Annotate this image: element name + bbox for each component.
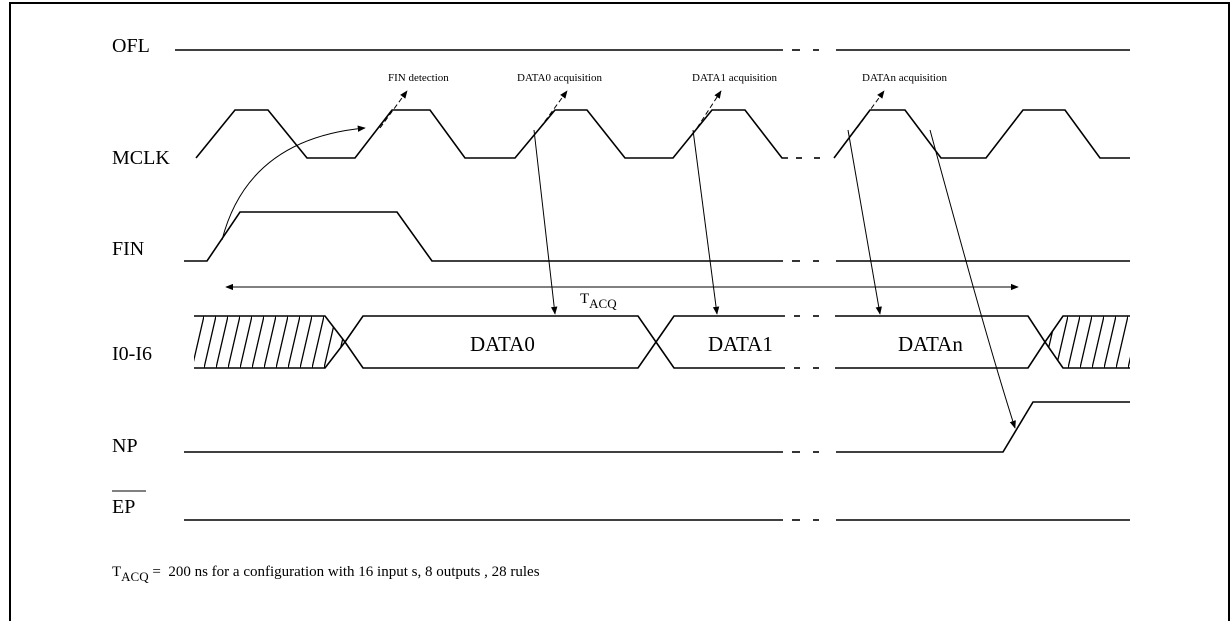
data0-label: DATA0 [470,332,535,356]
signal-label-np: NP [112,435,138,457]
data0-acquisition-label: DATA0 acquisition [517,72,602,84]
signal-label-io: I0-I6 [112,343,152,365]
io-invalid-hatch-right [1045,316,1130,368]
data1-label: DATA1 [708,332,773,356]
diagram-border [9,2,1230,621]
io-bus-waveform [194,315,1130,369]
causal-arrows [221,125,1016,429]
data1-acquisition-label: DATA1 acquisition [692,72,777,84]
datan-acquisition-label: DATAn acquisition [862,72,947,84]
event-markers [379,90,885,129]
datan-label: DATAn [898,332,963,356]
np-waveform [184,401,1130,453]
fin-detection-label: FIN detection [388,72,449,84]
signal-label-ofl: OFL [112,35,150,57]
mclk-waveform [195,109,1130,159]
signal-label-mclk: MCLK [112,147,170,169]
io-invalid-hatch-left [194,316,345,368]
footnote: TACQ = 200 ns for a configuration with 1… [112,564,540,584]
tacq-label: TACQ [580,291,617,311]
signal-label-fin: FIN [112,238,144,260]
fin-waveform [184,211,1130,262]
signal-label-ep: EP [112,496,135,518]
